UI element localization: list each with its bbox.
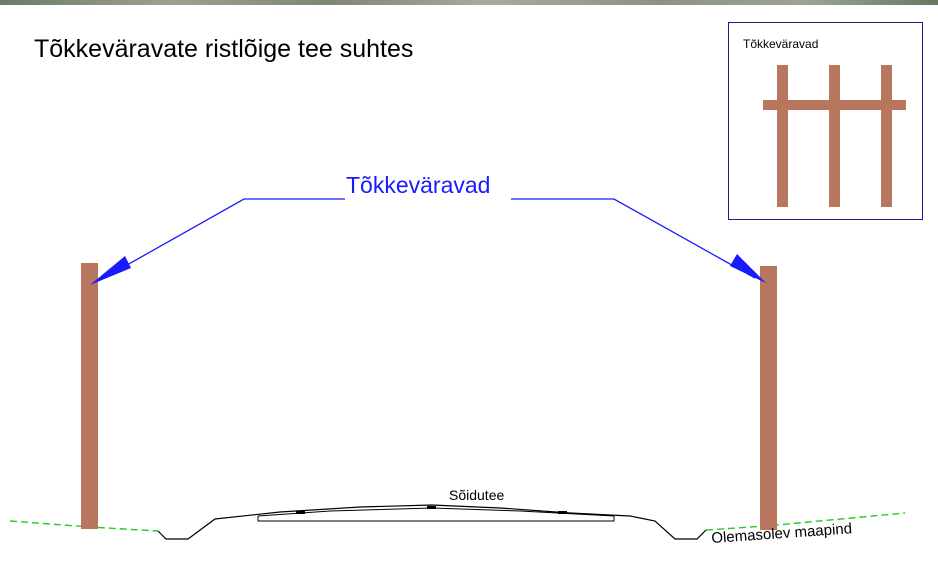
callout-leader-left <box>103 198 345 279</box>
road-label: Sõidutee <box>449 487 505 503</box>
road-pavement-layer <box>257 516 615 522</box>
callout-arrow-left <box>90 256 131 285</box>
callout-label: Tõkkeväravad <box>346 172 491 198</box>
aerial-photo-strip <box>0 0 938 5</box>
legend-label: Tõkkeväravad <box>743 37 819 51</box>
page-title: Tõkkeväravate ristlõige tee suhtes <box>34 35 414 63</box>
legend-box: Tõkkeväravad <box>728 22 923 220</box>
road-marker-left <box>296 511 305 514</box>
callout-leader-right <box>511 198 756 279</box>
road-marker-right <box>558 511 567 514</box>
callout-arrow-right <box>730 254 766 283</box>
legend-gate-rail <box>763 100 906 110</box>
gate-post-left <box>81 263 98 529</box>
road-marker-center <box>427 506 436 509</box>
legend-gate-post-2 <box>829 65 840 207</box>
legend-gate-symbol <box>763 65 906 207</box>
gate-post-right <box>760 266 777 530</box>
road-profile-outline <box>157 504 707 540</box>
legend-gate-post-3 <box>881 65 892 207</box>
legend-gate-post-1 <box>777 65 788 207</box>
